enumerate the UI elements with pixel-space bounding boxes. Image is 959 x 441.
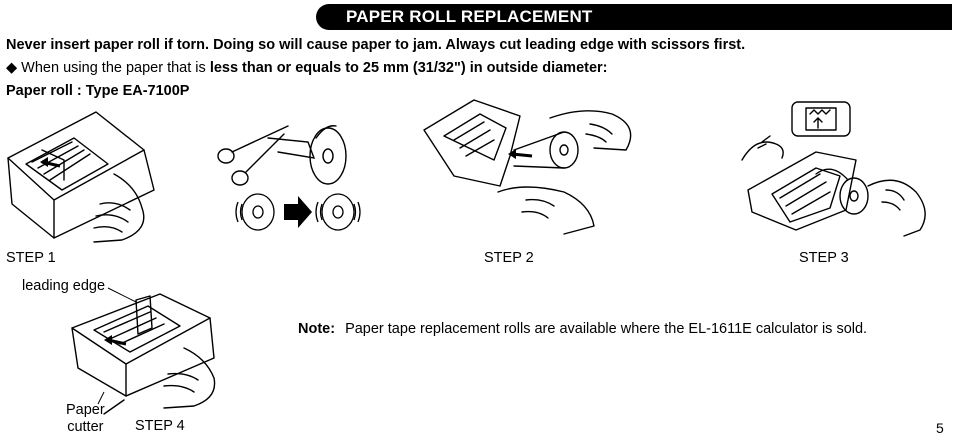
roll-edge-illustration	[228, 190, 364, 236]
paper-roll-type: Paper roll : Type EA-7100P	[6, 83, 190, 99]
scissors-roll-illustration	[218, 112, 368, 192]
note: Note: Paper tape replacement rolls are av…	[298, 321, 867, 337]
paper-cutter-pointer	[96, 392, 108, 406]
diamond-bullet-icon: ◆	[6, 60, 18, 76]
note-text: Paper tape replacement rolls are availab…	[345, 321, 868, 337]
condition-prefix: When using the paper that is	[17, 60, 210, 76]
step4-label: STEP 4	[135, 418, 185, 434]
step3-label: STEP 3	[799, 250, 849, 266]
step3-illustration	[736, 100, 936, 240]
leading-edge-pointer	[108, 286, 144, 308]
leading-edge-label: leading edge	[22, 278, 106, 294]
page-title: PAPER ROLL REPLACEMENT	[346, 7, 593, 26]
step2-label: STEP 2	[484, 250, 534, 266]
warning-text: Never insert paper roll if torn. Doing s…	[6, 37, 746, 53]
paper-cutter-line2: cutter	[67, 419, 104, 435]
condition-emphasis: less than or equals to 25 mm (31/32") in…	[209, 60, 608, 76]
diameter-condition: ◆ When using the paper that is less than…	[6, 60, 608, 76]
note-label: Note:	[298, 321, 336, 337]
step2-illustration	[414, 96, 644, 236]
right-arrow-icon	[284, 196, 312, 228]
step4-illustration	[64, 288, 234, 414]
header-banner: PAPER ROLL REPLACEMENT	[316, 4, 952, 30]
page-number: 5	[936, 420, 944, 436]
paper-cutter-line1: Paper	[66, 402, 105, 418]
step1-label: STEP 1	[6, 250, 56, 266]
paper-cutter-label: Paper cutter	[66, 402, 105, 436]
step1-illustration	[4, 104, 160, 244]
